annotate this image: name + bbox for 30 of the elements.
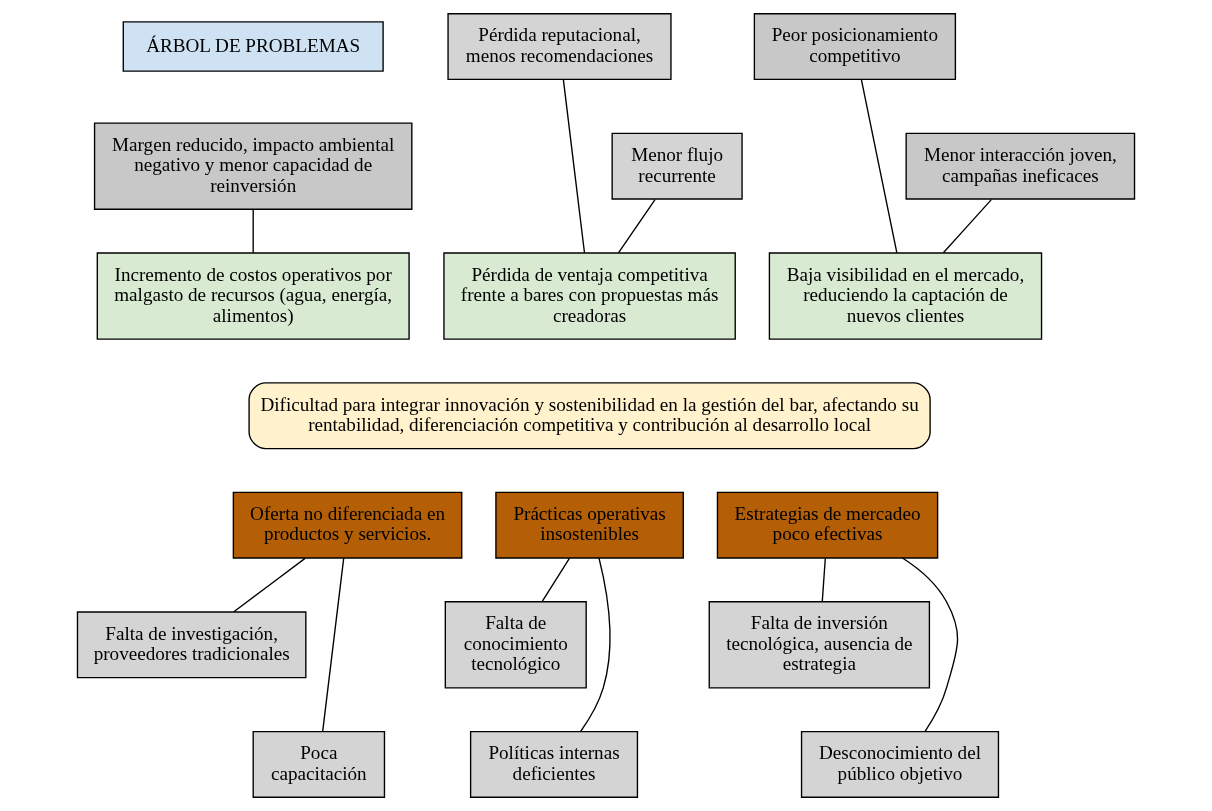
node-box: Falta de inversión tecnológica, ausencia de estrategia [708, 601, 931, 689]
connector [322, 557, 345, 732]
node-box: Poca capacitación [252, 730, 386, 798]
node-box: Dificultad para integrar innovación y sostenibilidad en la gestión del bar, afectando su rentabilidad, diferenciación competitiva y contribución al desarrollo local [248, 382, 931, 450]
connector [942, 198, 993, 254]
node-box: Estrategias de mercadeo poco efectivas [716, 491, 939, 559]
connector [860, 79, 898, 254]
connector [233, 557, 307, 613]
node-box: Desconocimiento del público objetivo [800, 730, 1000, 798]
connector [252, 208, 254, 254]
node-box: Peor posicionamiento competitivo [753, 13, 957, 81]
node-box: Margen reducido, impacto ambiental negativo y menor capacidad de reinversión [93, 122, 413, 210]
connector [579, 557, 611, 733]
node-box: Políticas internas deficientes [469, 730, 639, 798]
node-box: ÁRBOL DE PROBLEMAS [122, 21, 384, 72]
connector [821, 557, 826, 603]
node-box: Menor interacción joven, campañas ineficaces [905, 132, 1136, 200]
node-box: Baja visibilidad en el mercado, reduciendo la captación de nuevos clientes [768, 252, 1043, 340]
node-box: Menor flujo recurrente [611, 132, 743, 200]
connector [562, 79, 586, 254]
node-box: Falta de investigación, proveedores tradicionales [76, 611, 307, 679]
connector [901, 557, 959, 732]
connector [617, 198, 656, 254]
node-box: Oferta no diferenciada en productos y servicios. [232, 491, 463, 559]
node-box: Falta de conocimiento tecnológico [444, 601, 587, 689]
connector [541, 557, 571, 603]
node-box: Prácticas operativas insostenibles [495, 491, 684, 559]
node-box: Incremento de costos operativos por malgasto de recursos (agua, energía, alimentos) [96, 252, 410, 340]
node-box: Pérdida reputacional, menos recomendaciones [447, 13, 672, 81]
node-box: Pérdida de ventaja competitiva frente a bares con propuestas más creadoras [443, 252, 736, 340]
